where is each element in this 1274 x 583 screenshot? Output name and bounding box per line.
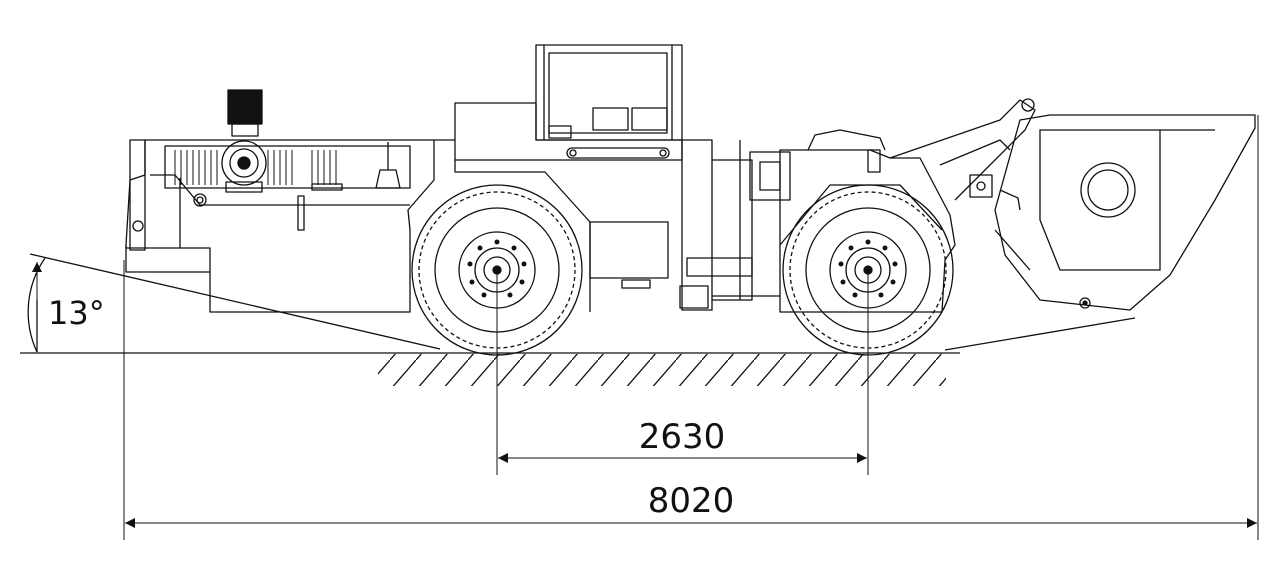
air-cleaner	[221, 89, 267, 193]
cab	[535, 44, 683, 141]
overall-length-label: 8020	[648, 481, 735, 521]
bucket	[994, 114, 1256, 311]
ground	[20, 352, 960, 386]
dimension-lines	[32, 115, 1259, 540]
front-wheel	[782, 184, 954, 356]
wheelbase-label: 2630	[639, 417, 726, 457]
boom-linkage	[889, 98, 1036, 271]
approach-line	[944, 317, 1136, 351]
rear-frame	[125, 139, 435, 313]
angle-label: 13°	[48, 294, 105, 332]
articulation-section	[589, 139, 791, 311]
rear-grille	[164, 145, 411, 231]
rear-light	[375, 142, 401, 189]
